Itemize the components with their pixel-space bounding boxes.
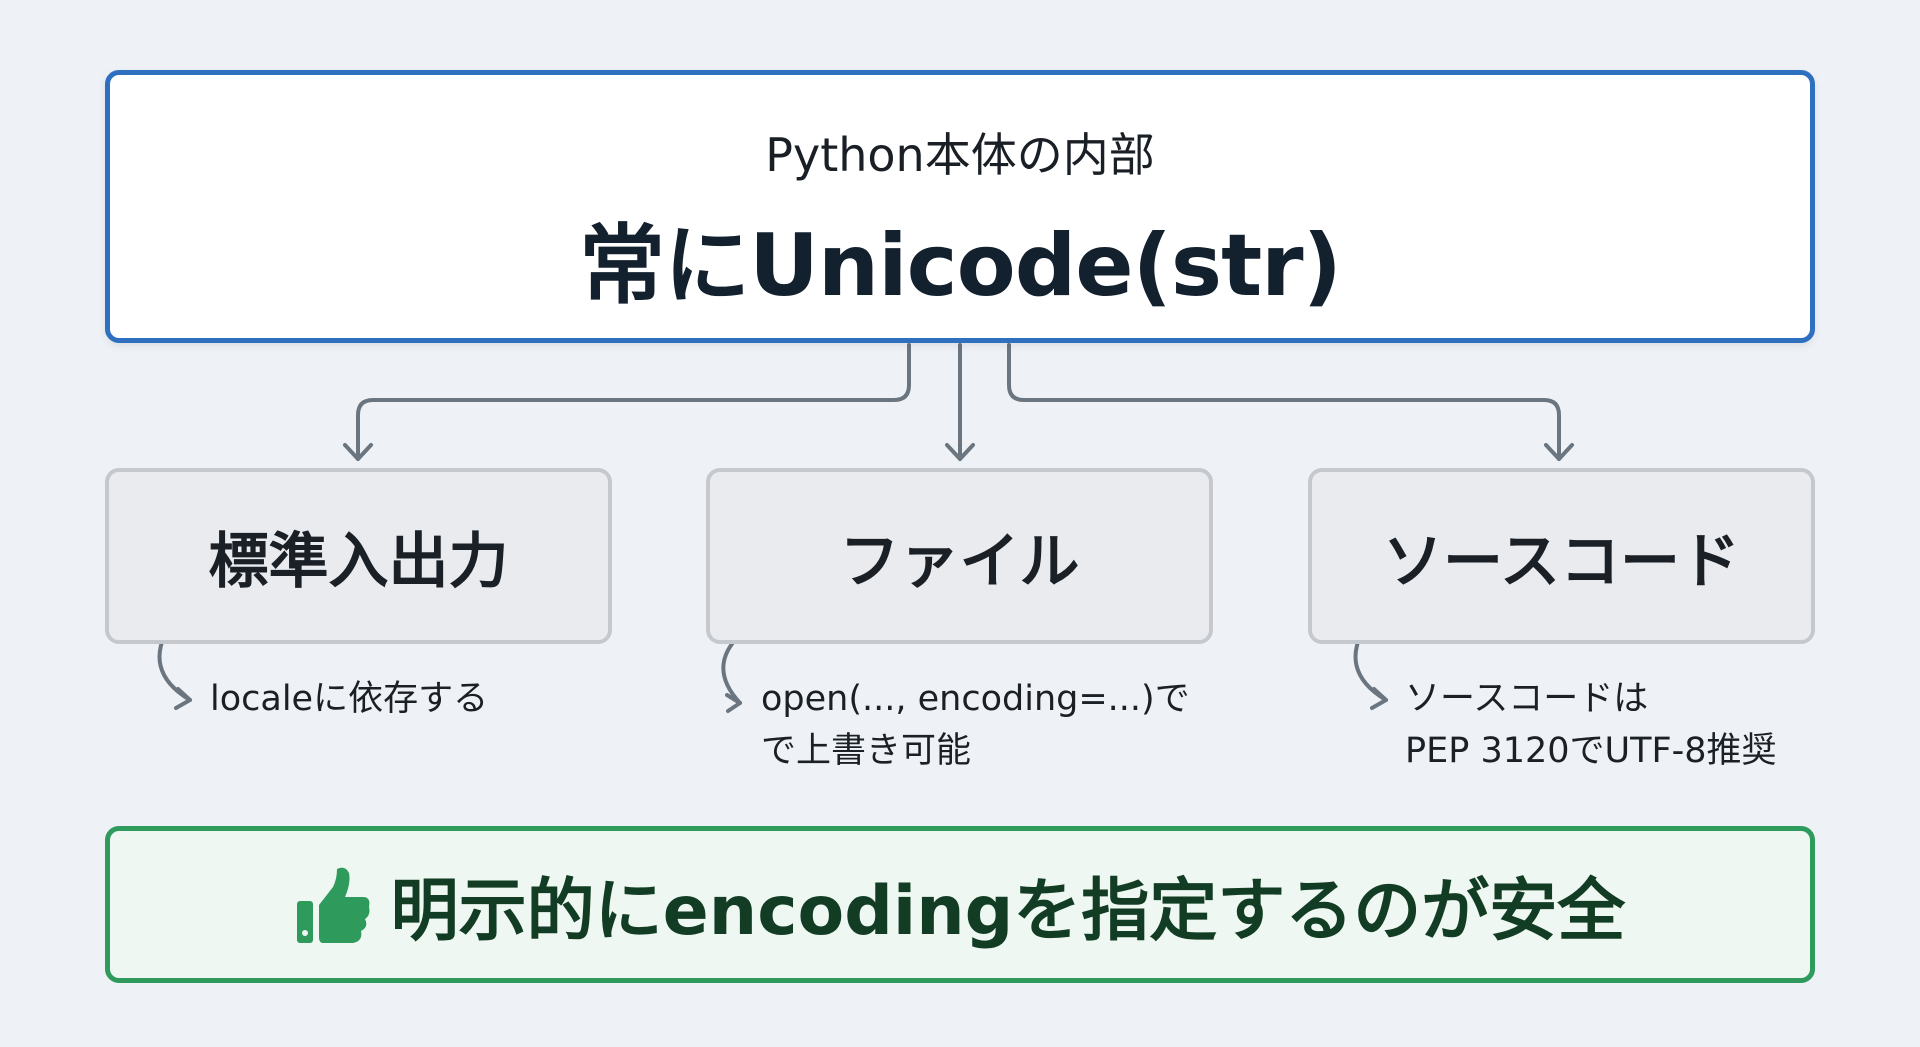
note-source: ソースコードは PEP 3120でUTF-8推奨: [1405, 673, 1777, 777]
thumbs-up-icon: [296, 867, 370, 943]
connector-left: [356, 343, 911, 461]
note-stdio: localeに依存する: [210, 673, 488, 725]
branch-label: ソースコード: [1383, 526, 1740, 597]
branch-label: ファイル: [839, 526, 1080, 597]
connector-right: [1007, 343, 1561, 461]
arrowhead-left: [343, 443, 373, 461]
note-file: open(..., encoding=...)で で上書き可能: [761, 673, 1190, 777]
branch-box-stdio: 標準入出力: [105, 468, 612, 644]
top-subtitle: Python本体の内部: [765, 128, 1155, 182]
branch-label: 標準入出力: [208, 526, 509, 597]
conclusion-text: 明示的にencodingを指定するのが安全: [390, 872, 1626, 951]
arrowhead-right: [1544, 443, 1574, 461]
conclusion-box: 明示的にencodingを指定するのが安全: [105, 826, 1815, 983]
note-line: で上書き可能: [761, 731, 972, 771]
python-internal-box: Python本体の内部 常にUnicode(str): [105, 70, 1815, 343]
note-line: localeに依存する: [210, 679, 489, 719]
note-line: open(..., encoding=...)で: [761, 679, 1190, 719]
branch-box-source: ソースコード: [1308, 468, 1815, 644]
top-title: 常にUnicode(str): [579, 216, 1342, 316]
branch-box-file: ファイル: [706, 468, 1213, 644]
note-line: PEP 3120でUTF-8推奨: [1405, 731, 1777, 771]
arrowhead-middle: [945, 443, 975, 461]
note-line: ソースコードは: [1405, 679, 1649, 719]
